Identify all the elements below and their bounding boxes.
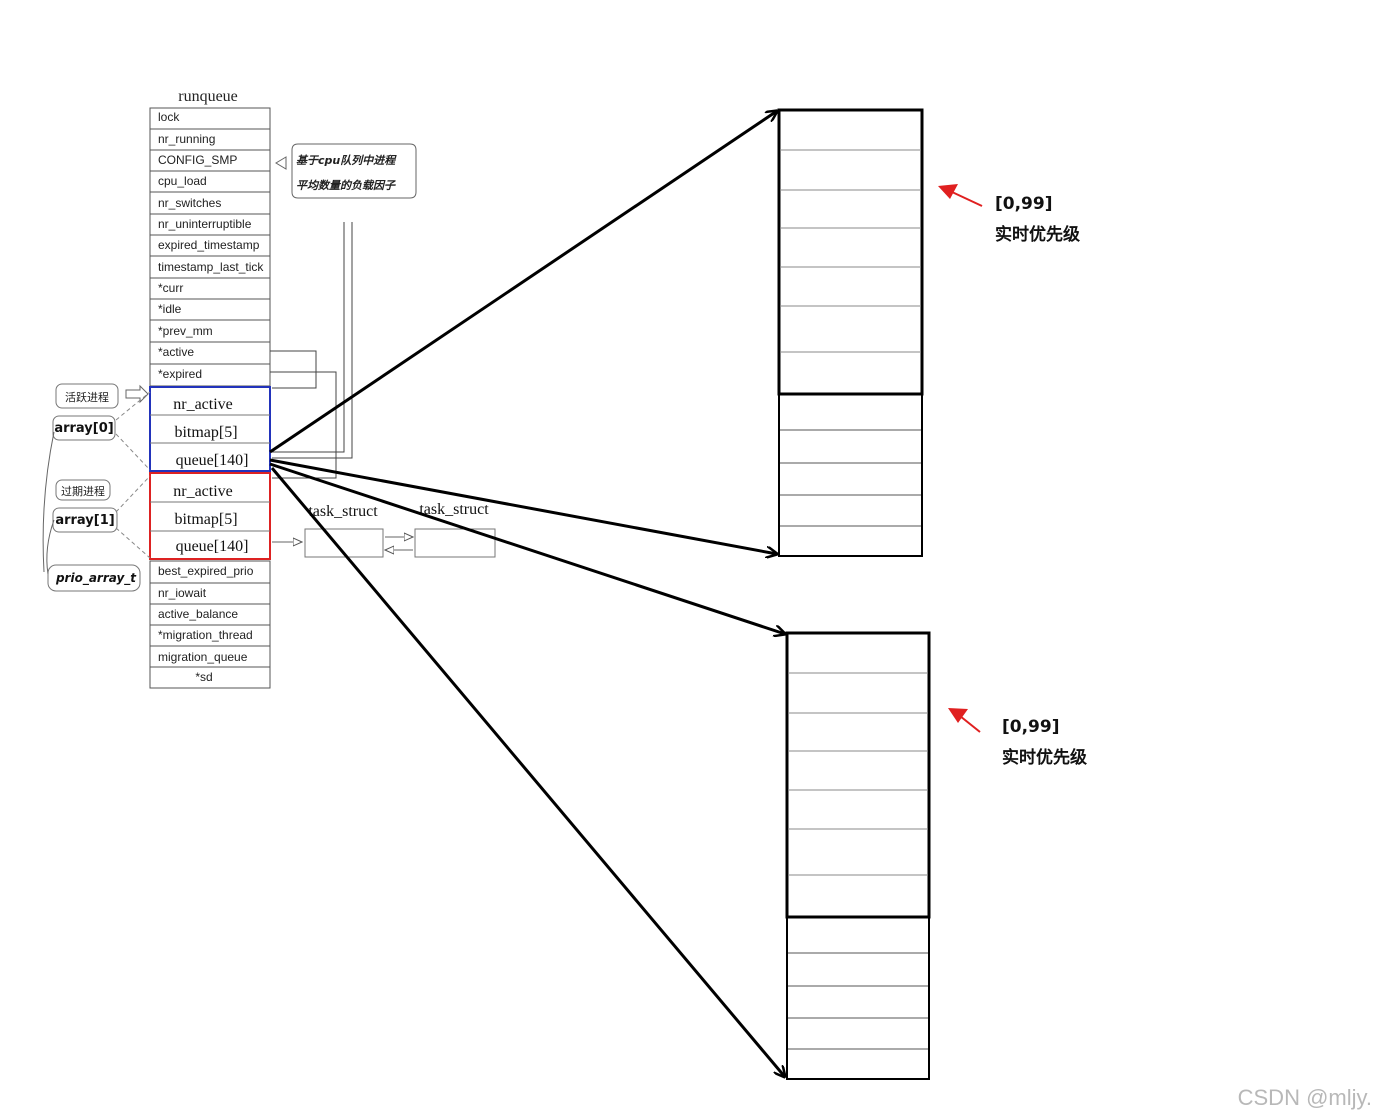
cpu-load-note: 基于cpu队列中进程 平均数量的负载因子	[275, 143, 417, 199]
field-prev-mm: *prev_mm	[158, 324, 213, 338]
task-struct-label-2: task_struct	[419, 501, 489, 518]
runqueue-table-bottom: best_expired_prio nr_iowait active_balan…	[149, 560, 271, 689]
field-timestamp-last-tick: timestamp_last_tick	[158, 260, 264, 274]
cpu-load-note-line2: 平均数量的负载因子	[296, 179, 396, 192]
red-arrow-1	[938, 184, 983, 207]
cpu-load-note-line1: 基于cpu队列中进程	[296, 154, 397, 167]
field-sd: *sd	[195, 670, 212, 684]
task-struct-label-1: task_struct	[308, 503, 378, 520]
field-migration-thread: *migration_thread	[158, 628, 253, 642]
pointer-connectors	[270, 222, 353, 479]
array1-label: array[1]	[55, 513, 114, 528]
active-nr-active: nr_active	[173, 396, 233, 413]
active-queue: queue[140]	[176, 452, 249, 469]
field-nr-switches: nr_switches	[158, 196, 221, 210]
prio-array-expired: nr_active bitmap[5] queue[140]	[149, 472, 271, 560]
priority-block-2	[785, 631, 931, 1080]
field-config-smp: CONFIG_SMP	[158, 153, 237, 167]
queue-arrows	[269, 111, 785, 1077]
field-nr-iowait: nr_iowait	[158, 586, 207, 600]
field-idle: *idle	[158, 302, 182, 316]
prio-array-t-label: prio_array_t	[55, 571, 137, 586]
active-process-label: 活跃进程	[65, 390, 109, 404]
field-best-expired-prio: best_expired_prio	[158, 564, 254, 578]
expired-queue: queue[140]	[176, 538, 249, 555]
field-nr-running: nr_running	[158, 132, 215, 146]
field-curr: *curr	[158, 281, 183, 295]
prio-label-1: 实时优先级	[995, 224, 1080, 245]
field-active-balance: active_balance	[158, 607, 238, 621]
runqueue-table-top: lock nr_running CONFIG_SMP cpu_load nr_s…	[149, 107, 271, 387]
arrow-active-to-block1-top	[269, 111, 777, 454]
field-expired-timestamp: expired_timestamp	[158, 238, 260, 252]
field-active: *active	[158, 345, 194, 359]
red-arrow-2	[948, 708, 981, 733]
active-bitmap: bitmap[5]	[174, 424, 237, 441]
array0-label: array[0]	[54, 421, 113, 436]
expired-process-label: 过期进程	[61, 485, 105, 498]
prio-array-active: nr_active bitmap[5] queue[140]	[149, 386, 271, 472]
prio-array-expired-box	[149, 472, 271, 560]
field-nr-uninterruptible: nr_uninterruptible	[158, 217, 252, 231]
field-migration-queue: migration_queue	[158, 650, 248, 664]
priority-block-1	[777, 108, 924, 557]
field-cpu-load: cpu_load	[158, 174, 207, 188]
prio-array-active-box	[149, 386, 271, 472]
watermark: CSDN @mljy.	[1238, 1085, 1372, 1110]
expired-nr-active: nr_active	[173, 483, 233, 500]
field-expired: *expired	[158, 367, 202, 381]
runqueue-title: runqueue	[178, 88, 238, 105]
arrow-active-to-block1-bottom	[269, 458, 777, 554]
arrow-active-to-block2-top	[269, 462, 785, 634]
arrow-active-to-block2-bottom	[270, 467, 785, 1077]
field-lock: lock	[158, 110, 180, 124]
left-callouts: 活跃进程 array[0] 过期进程 array[1] prio_array_t	[42, 383, 151, 592]
expired-bitmap: bitmap[5]	[174, 511, 237, 528]
prio-range-1: [0,99]	[995, 194, 1052, 214]
prio-label-2: 实时优先级	[1002, 747, 1087, 768]
prio-range-2: [0,99]	[1002, 717, 1059, 737]
